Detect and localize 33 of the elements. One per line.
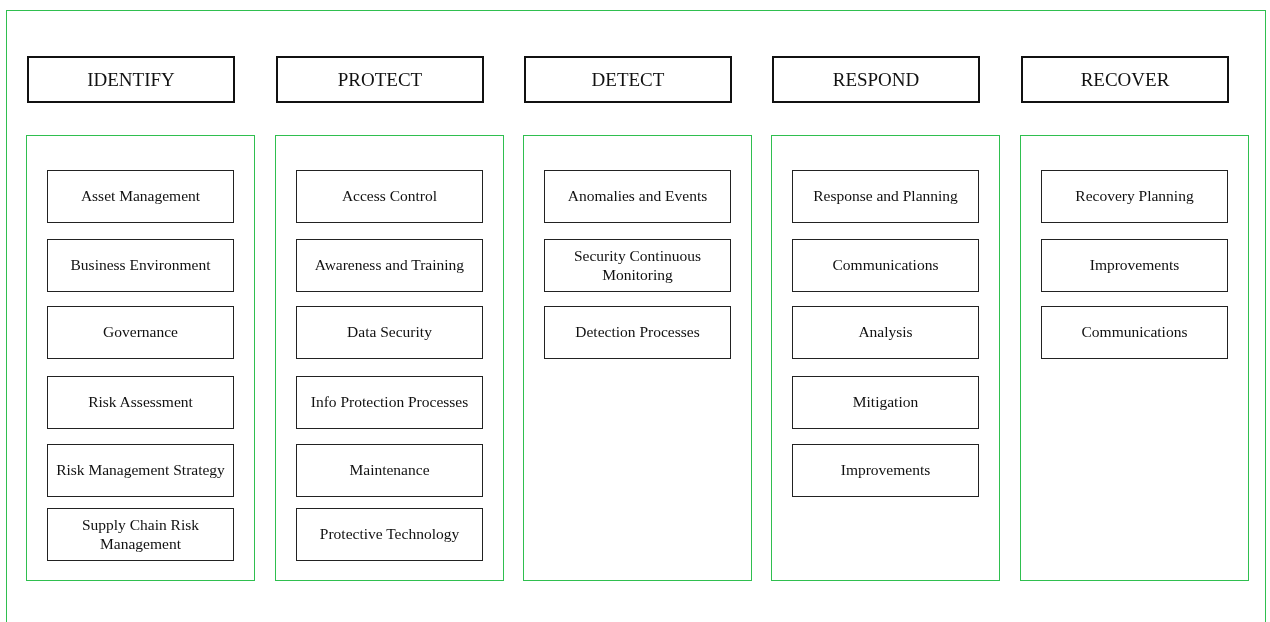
subcategory-box: Protective Technology — [296, 508, 483, 561]
subcategory-box: Supply Chain Risk Management — [47, 508, 234, 561]
subcategory-box: Awareness and Training — [296, 239, 483, 292]
category-panel — [275, 135, 504, 581]
category-header: IDENTIFY — [27, 56, 235, 103]
subcategory-box: Business Environment — [47, 239, 234, 292]
subcategory-box: Recovery Planning — [1041, 170, 1228, 223]
category-header: PROTECT — [276, 56, 484, 103]
category-panel — [771, 135, 1000, 581]
category-panel — [523, 135, 752, 581]
subcategory-box: Communications — [1041, 306, 1228, 359]
subcategory-box: Response and Planning — [792, 170, 979, 223]
category-panel — [1020, 135, 1249, 581]
subcategory-box: Data Security — [296, 306, 483, 359]
subcategory-box: Anomalies and Events — [544, 170, 731, 223]
subcategory-box: Communications — [792, 239, 979, 292]
category-panel — [26, 135, 255, 581]
subcategory-box: Mitigation — [792, 376, 979, 429]
category-header: RESPOND — [772, 56, 980, 103]
subcategory-box: Improvements — [1041, 239, 1228, 292]
subcategory-box: Analysis — [792, 306, 979, 359]
subcategory-box: Asset Management — [47, 170, 234, 223]
subcategory-box: Risk Assessment — [47, 376, 234, 429]
subcategory-box: Detection Processes — [544, 306, 731, 359]
subcategory-box: Improvements — [792, 444, 979, 497]
subcategory-box: Security Continuous Monitoring — [544, 239, 731, 292]
subcategory-box: Info Protection Processes — [296, 376, 483, 429]
subcategory-box: Risk Management Strategy — [47, 444, 234, 497]
subcategory-box: Access Control — [296, 170, 483, 223]
subcategory-box: Governance — [47, 306, 234, 359]
category-header: DETECT — [524, 56, 732, 103]
subcategory-box: Maintenance — [296, 444, 483, 497]
category-header: RECOVER — [1021, 56, 1229, 103]
